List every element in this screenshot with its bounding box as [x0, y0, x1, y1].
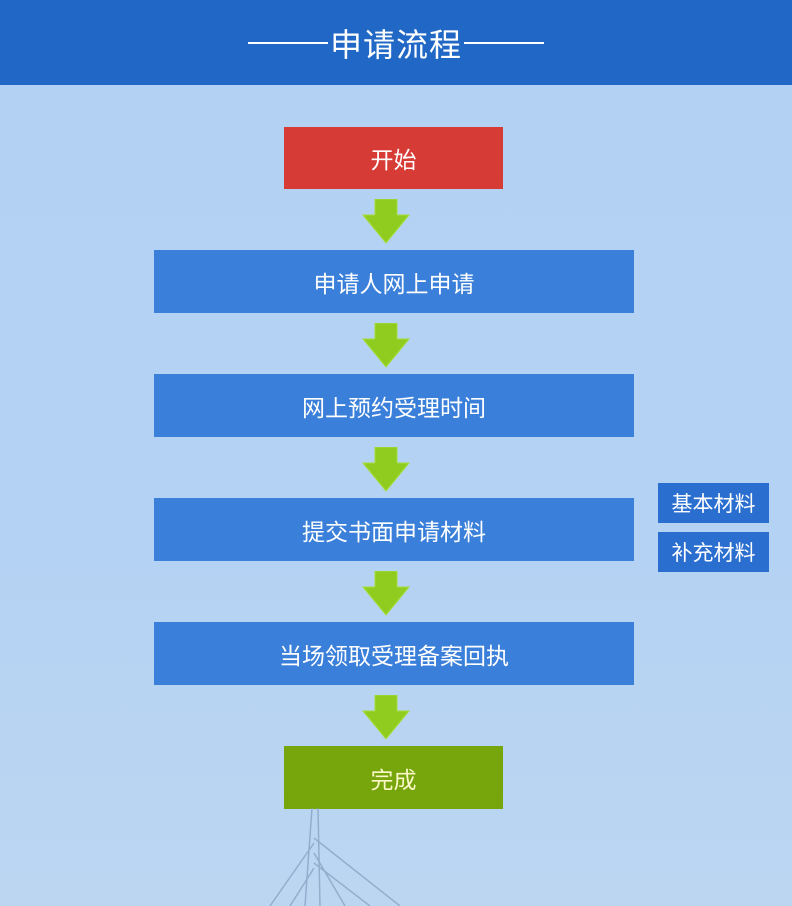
flow-start-node: 开始	[284, 127, 503, 189]
down-arrow-icon	[362, 199, 410, 244]
side-tag-label: 基本材料	[671, 492, 756, 516]
flow-end-node: 完成	[284, 746, 503, 809]
step-label: 网上预约受理时间	[302, 395, 486, 422]
page-title: 申请流程	[246, 20, 546, 66]
title-text: 申请流程	[329, 25, 462, 64]
down-arrow-icon	[362, 695, 410, 740]
flow-step-1: 申请人网上申请	[154, 250, 634, 313]
title-right-line	[464, 41, 544, 44]
start-label: 开始	[370, 148, 417, 174]
down-arrow-icon	[362, 571, 410, 616]
flow-step-2: 网上预约受理时间	[154, 374, 634, 437]
side-tag-supplementary-materials: 补充材料	[658, 532, 769, 572]
side-tag-label: 补充材料	[671, 541, 756, 565]
title-left-line	[247, 41, 328, 44]
step-label: 提交书面申请材料	[302, 519, 486, 546]
flow-step-4: 当场领取受理备案回执	[154, 622, 634, 685]
flow-step-3: 提交书面申请材料	[154, 498, 634, 561]
step-label: 申请人网上申请	[313, 271, 475, 298]
side-tag-basic-materials: 基本材料	[658, 483, 769, 523]
down-arrow-icon	[362, 447, 410, 492]
down-arrow-icon	[362, 323, 410, 368]
header-bar: 申请流程	[0, 0, 792, 85]
step-label: 当场领取受理备案回执	[279, 643, 509, 670]
end-label: 完成	[370, 767, 417, 794]
bridge-background-illustration	[269, 808, 401, 906]
